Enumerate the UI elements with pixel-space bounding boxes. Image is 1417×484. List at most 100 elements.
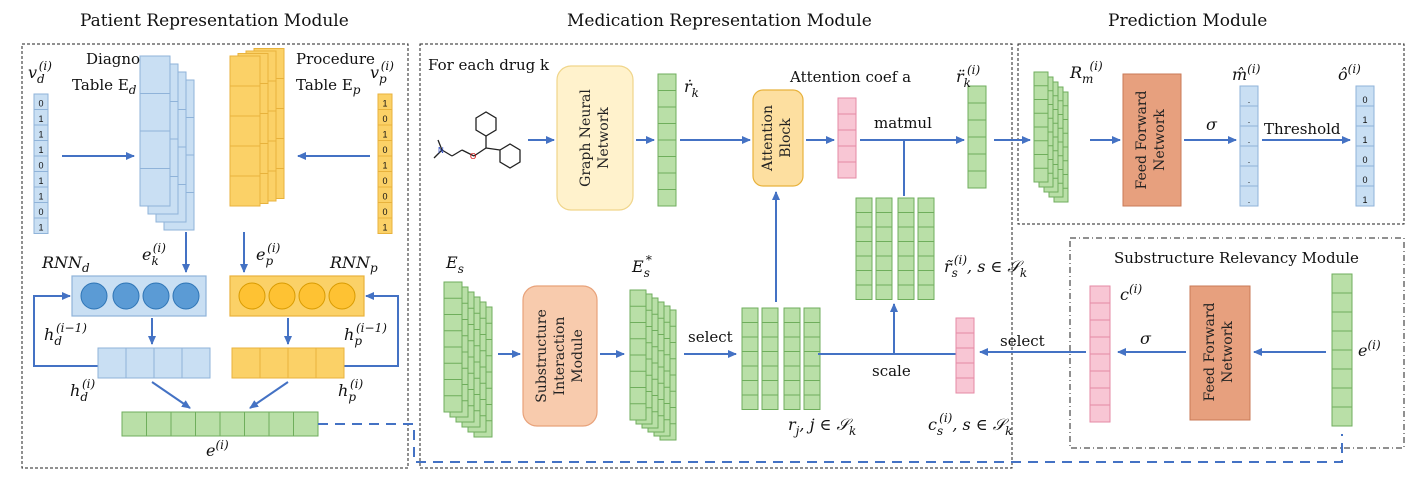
vector-cell bbox=[170, 411, 196, 437]
c-vector bbox=[1089, 285, 1111, 423]
sim-label-2: Interaction bbox=[552, 317, 568, 396]
rj-cell bbox=[741, 365, 759, 381]
vector-cell bbox=[657, 139, 677, 157]
rs-cell bbox=[855, 226, 873, 242]
rs-cell bbox=[855, 241, 873, 257]
vd-label: vd(i) bbox=[28, 59, 52, 86]
vector-cell-value: 1 bbox=[382, 130, 387, 140]
rj-cell bbox=[761, 380, 779, 396]
rm-stack bbox=[1033, 71, 1069, 203]
vector-cell bbox=[967, 136, 987, 155]
vector-cell bbox=[287, 347, 317, 379]
substructure-interaction-box bbox=[522, 285, 598, 427]
rm-label: Rm(i) bbox=[1069, 59, 1103, 86]
vector-cell bbox=[1331, 330, 1353, 351]
rs-cell bbox=[917, 241, 935, 257]
arrow-hp-to-e bbox=[249, 381, 289, 409]
vector-cell bbox=[837, 129, 857, 147]
vector-cell bbox=[657, 123, 677, 141]
medication-module-title: Medication Representation Module bbox=[567, 11, 872, 31]
relevancy-ffn-label-1: Feed Forward bbox=[1202, 302, 1218, 401]
vector-cell bbox=[837, 161, 857, 179]
rj-cell bbox=[761, 336, 779, 352]
cs-vector bbox=[955, 317, 975, 394]
vector-cell bbox=[657, 156, 677, 174]
relevancy-module-title: Substructure Relevancy Module bbox=[1114, 249, 1359, 267]
hd-label: hd(i) bbox=[70, 377, 96, 404]
patient-module-title: Patient Representation Module bbox=[80, 11, 349, 31]
vector-cell-value: 1 bbox=[382, 99, 387, 109]
rs-cell bbox=[875, 284, 893, 300]
stack-layer bbox=[229, 55, 261, 207]
relevancy-module-frame bbox=[1069, 237, 1405, 449]
rs-cell bbox=[875, 255, 893, 271]
rj-cell bbox=[803, 365, 821, 381]
prediction-ffn-label-1: Feed Forward bbox=[1134, 90, 1150, 189]
diagnose-label-2: Table Ed bbox=[72, 76, 137, 97]
r-ddot-k-label: r̈k(i) bbox=[956, 63, 980, 90]
vector-cell-value: 1 bbox=[38, 114, 43, 124]
vector-cell bbox=[1089, 353, 1111, 372]
medication-module-frame bbox=[419, 43, 1013, 469]
r-dot-k-label: ṙk bbox=[684, 77, 699, 100]
rj-cell bbox=[783, 322, 801, 338]
rs-cell bbox=[897, 255, 915, 271]
rs-cell bbox=[897, 241, 915, 257]
vector-cell-value: 1 bbox=[382, 223, 387, 233]
rj-cell bbox=[783, 394, 801, 410]
vector-cell-value: 1 bbox=[1362, 195, 1367, 205]
loop-hd bbox=[33, 292, 98, 367]
vector-cell-value: 1 bbox=[1362, 115, 1367, 125]
rs-cell bbox=[875, 197, 893, 213]
vector-cell bbox=[837, 145, 857, 163]
procedure-label-2: Table Ep bbox=[296, 76, 361, 97]
vector-cell bbox=[955, 317, 975, 334]
arrow-hd-to-e bbox=[151, 381, 191, 409]
vector-cell-value: . bbox=[1248, 175, 1251, 185]
vector-cell bbox=[268, 411, 294, 437]
rs-cell bbox=[917, 212, 935, 228]
loop-hp bbox=[344, 292, 399, 367]
vector-cell bbox=[1331, 349, 1353, 370]
relevancy-e-label: e(i) bbox=[1358, 338, 1381, 360]
prediction-sigma: σ bbox=[1206, 115, 1218, 134]
vector-cell-value: 0 bbox=[1362, 175, 1367, 185]
vector-cell-value: 0 bbox=[382, 114, 387, 124]
rj-cell bbox=[783, 307, 801, 323]
rs-cell bbox=[897, 270, 915, 286]
vector-cell bbox=[967, 102, 987, 121]
vector-cell bbox=[153, 347, 183, 379]
vector-cell bbox=[1331, 292, 1353, 313]
rs-cell bbox=[875, 226, 893, 242]
rs-cell bbox=[855, 197, 873, 213]
select-1-label: select bbox=[688, 328, 733, 346]
rj-cell bbox=[741, 336, 759, 352]
rj-cell bbox=[761, 351, 779, 367]
vector-cell-value: 0 bbox=[382, 176, 387, 186]
prediction-ffn-label-2: Network bbox=[1152, 109, 1168, 171]
hp-label: hp(i) bbox=[338, 377, 364, 404]
vector-cell bbox=[955, 347, 975, 364]
relevancy-e-vector bbox=[1331, 273, 1353, 427]
vector-cell bbox=[837, 113, 857, 131]
vector-cell bbox=[1089, 319, 1111, 338]
rj-cell bbox=[741, 307, 759, 323]
vector-cell bbox=[1089, 336, 1111, 355]
rj-cell bbox=[761, 307, 779, 323]
rnn-d-label: RNNd bbox=[41, 253, 90, 275]
vp-label: vp(i) bbox=[370, 59, 394, 86]
es-label: Es bbox=[445, 253, 464, 276]
vector-cell bbox=[219, 411, 245, 437]
vector-cell bbox=[657, 73, 677, 91]
vector-cell-value: 1 bbox=[38, 176, 43, 186]
sim-label-1: Substructure bbox=[534, 309, 550, 403]
vector-cell bbox=[181, 347, 211, 379]
es-star-stack bbox=[629, 289, 677, 441]
vector-cell bbox=[955, 332, 975, 349]
vector-cell bbox=[1331, 311, 1353, 332]
prediction-module-title: Prediction Module bbox=[1108, 11, 1267, 31]
diagnose-table-stack bbox=[139, 55, 195, 231]
